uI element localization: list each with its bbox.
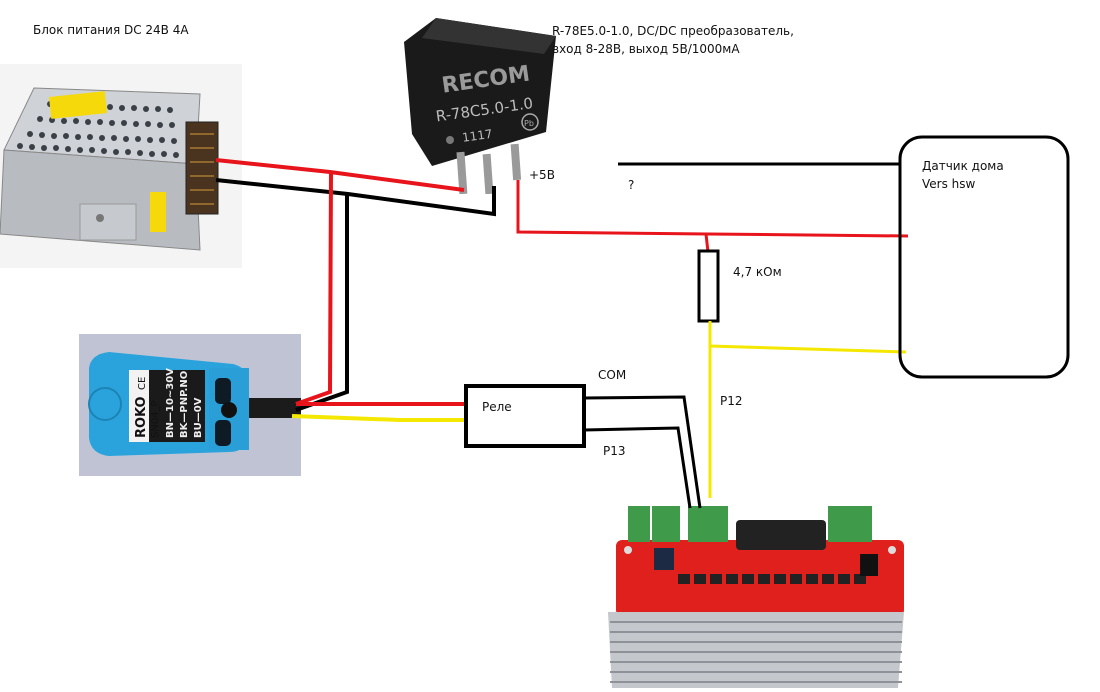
resistor-label: 4,7 кОм (733, 265, 782, 279)
p12-label: P12 (720, 394, 743, 408)
dc-dc-converter-photo: RECOM R-78C5.0-1.0 1117 Pb (396, 14, 562, 195)
wire-signal-to-home-sensor (708, 321, 907, 354)
power-supply-photo (0, 64, 242, 268)
svg-text:Pb: Pb (524, 119, 534, 128)
sensor-spec-1: BN—10~30V (165, 368, 176, 438)
psu-label: Блок питания DC 24В 4А (33, 23, 189, 37)
sensor-spec-3: BU—0V (193, 397, 204, 438)
wire-relay-p13 (583, 426, 692, 509)
converter-label-line2: вход 8-28В, выход 5В/1000мА (552, 42, 740, 56)
home-sensor-label-line1: Датчик дома (922, 159, 1004, 173)
wire-sensor-yellow-to-relay (291, 414, 466, 422)
proximity-sensor-photo: ROKO CE SN04_P BN—10~30V BK—PNP.NO BU—0V (79, 334, 301, 476)
wire-plus-to-prox-sensor (295, 171, 333, 406)
converter-label-line1: R-78E5.0-1.0, DC/DC преобразователь, (552, 24, 794, 38)
wire-5v-to-resistor (704, 233, 710, 253)
com-label: COM (598, 368, 627, 382)
relay-box (464, 384, 586, 448)
relay-label: Реле (482, 400, 512, 414)
controller-board-photo (598, 500, 912, 688)
sensor-spec-2: BK—PNP.NO (179, 371, 190, 438)
lead-free-icon (521, 113, 539, 131)
wire-5v-to-home-sensor (516, 180, 909, 238)
resistor-4k7 (697, 249, 720, 323)
plus5v-label: +5В (529, 168, 555, 182)
home-sensor-box (898, 135, 1070, 379)
converter-code: 1117 (461, 127, 493, 145)
wire-relay-com (583, 395, 702, 509)
home-sensor-label-line2: Vers hsw (922, 177, 976, 191)
p13-label: P13 (603, 444, 626, 458)
unknown-wire-label: ? (628, 178, 635, 192)
wire-psu-gnd-to-converter (215, 178, 496, 217)
sensor-brand: ROKO (134, 396, 149, 438)
sensor-ce-mark: CE (137, 377, 148, 390)
sensor-model: SN04_P (150, 400, 161, 438)
wire-gnd-to-prox-sensor (295, 194, 349, 412)
